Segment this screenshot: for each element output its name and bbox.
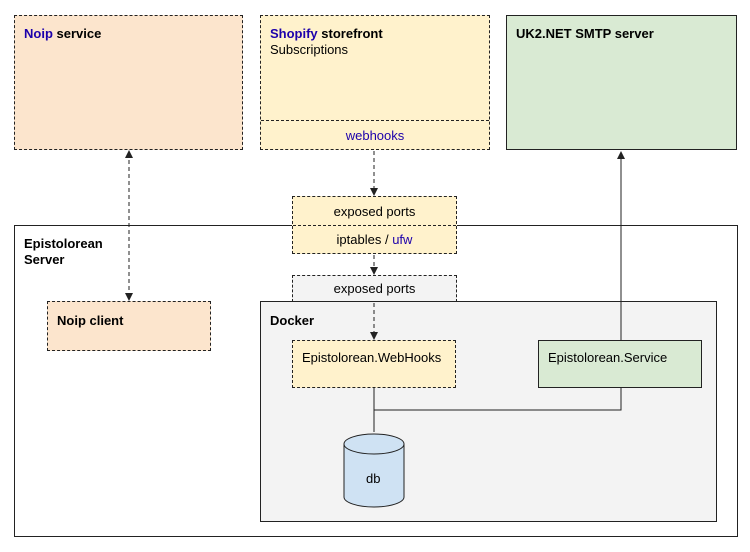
ufw-label: ufw [392,232,413,247]
noip-service-box: Noip service [14,15,243,150]
firewall-exposed-ports: exposed ports [333,204,416,219]
docker-title: Docker [270,313,315,328]
shopify-webhooks-label: webhooks [345,128,405,143]
service-app-box: Epistolorean.Service [538,340,702,388]
firewall-divider [293,225,456,226]
webhooks-app-title: Epistolorean.WebHooks [302,350,442,365]
smtp-server-box: UK2.NET SMTP server [506,15,737,150]
shopify-webhooks-divider [261,120,489,121]
firewall-iptables: iptables / ufw [293,232,456,247]
server-title: Epistolorean Server [24,236,103,268]
smtp-title: UK2.NET SMTP server [516,26,654,41]
noip-service-title: Noip service [24,26,101,42]
noip-service-suffix: service [52,26,102,41]
server-title-line2: Server [24,252,65,267]
shopify-subtitle: Subscriptions [270,42,349,57]
firewall-box: exposed ports iptables / ufw [292,196,457,254]
db-label: db [366,471,381,486]
server-title-line1: Epistolorean [24,236,103,251]
shopify-title: Shopify storefront [270,26,383,42]
noip-service-brand: Noip [24,26,53,41]
noip-client-title: Noip client [57,313,124,328]
iptables-label: iptables / [336,232,393,247]
shopify-brand: Shopify [270,26,318,41]
docker-exposed-ports-box: exposed ports [292,275,457,302]
shopify-suffix: storefront [317,26,383,41]
docker-box: Docker [260,301,717,522]
noip-client-box: Noip client [47,301,211,351]
shopify-storefront-box: Shopify storefront Subscriptions webhook… [260,15,490,150]
webhooks-app-box: Epistolorean.WebHooks [292,340,456,388]
service-app-title: Epistolorean.Service [548,350,668,365]
docker-exposed-ports: exposed ports [333,281,416,296]
